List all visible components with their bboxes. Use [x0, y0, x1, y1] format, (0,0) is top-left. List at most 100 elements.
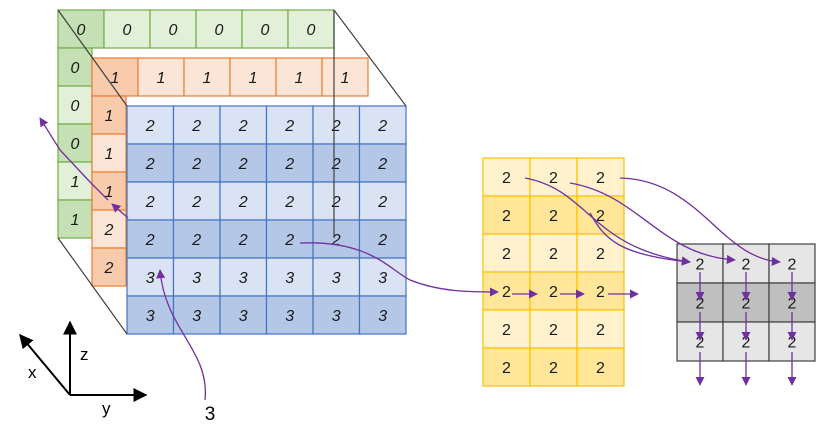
middle-cell-value: 2	[596, 208, 605, 225]
blue-cell: 2	[312, 219, 361, 259]
cube-edges	[57, 9, 407, 335]
middle-cell-box	[576, 195, 625, 235]
blue-cell: 2	[219, 181, 268, 221]
blue-cell-value: 2	[331, 156, 341, 173]
orange-left-cell: 2	[91, 209, 127, 249]
blue-cell: 2	[312, 143, 361, 183]
green-top-cell-box	[241, 9, 289, 49]
blue-cell: 3	[312, 257, 361, 297]
blue-cell-value: 3	[146, 270, 155, 287]
blue-cell-value: 2	[331, 118, 341, 135]
orange-left-cell: 2	[91, 247, 127, 287]
flow-arrows	[39, 117, 797, 401]
blue-cell: 3	[358, 257, 407, 297]
orange-top-cell: 1	[321, 57, 369, 97]
axes: z y x	[19, 320, 148, 418]
z-axis-label: z	[80, 345, 89, 364]
middle-cell-value: 2	[596, 360, 605, 377]
arrow-mid-c	[619, 177, 781, 266]
blue-cell-value: 2	[191, 194, 201, 211]
orange-left-cell: 1	[91, 95, 127, 135]
middle-cell-box	[576, 309, 625, 349]
orange-left-cell: 1	[91, 171, 127, 211]
middle-cell: 2	[529, 157, 578, 197]
middle-cell: 2	[482, 309, 531, 349]
blue-cell-box	[358, 219, 407, 259]
green-left-cell-box	[57, 85, 93, 125]
cube-edge-top-left	[57, 9, 128, 107]
green-top-cell: 0	[241, 9, 289, 49]
green-left-cell-value: 1	[71, 174, 80, 191]
blue-cell-box	[265, 219, 314, 259]
blue-cell-value: 3	[285, 308, 294, 325]
middle-cell-value: 2	[502, 208, 511, 225]
blue-cell: 2	[358, 105, 407, 145]
blue-cell-value: 3	[378, 308, 387, 325]
cube-edge-bottom-left	[57, 237, 128, 335]
orange-left-cell-value: 1	[105, 146, 114, 163]
middle-cell-value: 2	[502, 284, 511, 301]
middle-cell-value: 2	[596, 322, 605, 339]
arrow-callout	[156, 269, 206, 401]
orange-top-cell-box	[137, 57, 185, 97]
blue-cell-value: 2	[238, 194, 248, 211]
blue-cell-value: 3	[239, 308, 248, 325]
blue-cell: 2	[172, 105, 221, 145]
middle-cell-box	[529, 347, 578, 387]
blue-cell: 2	[126, 181, 175, 221]
blue-cell-box	[312, 257, 361, 297]
blue-cell-value: 2	[191, 232, 201, 249]
orange-top-cell-value: 1	[157, 70, 166, 87]
orange-top-cell-value: 1	[249, 70, 258, 87]
blue-cell-box	[265, 181, 314, 221]
orange-left-cell-value: 1	[105, 108, 114, 125]
middle-cell: 2	[482, 347, 531, 387]
green-left-cell-value: 0	[71, 136, 80, 153]
blue-cell-value: 2	[191, 118, 201, 135]
orange-left-cell-value: 1	[105, 184, 114, 201]
middle-cell: 2	[529, 347, 578, 387]
blue-cell-value: 2	[284, 156, 294, 173]
blue-cell-value: 3	[192, 308, 201, 325]
orange-left-cell-box	[91, 209, 127, 249]
blue-cell-box	[219, 105, 268, 145]
middle-cell-value: 2	[502, 322, 511, 339]
green-top-cell-value: 0	[169, 22, 178, 39]
middle-cell-value: 2	[596, 246, 605, 263]
blue-cell-value: 3	[332, 270, 341, 287]
orange-top-cell: 1	[137, 57, 185, 97]
blue-cell-value: 2	[238, 118, 248, 135]
middle-cell-box	[529, 157, 578, 197]
blue-cell: 3	[126, 295, 175, 335]
green-top-cell-value: 0	[307, 22, 316, 39]
middle-cell: 2	[482, 195, 531, 235]
middle-cell-box	[482, 309, 531, 349]
blue-cell-value: 3	[192, 270, 201, 287]
green-left-cell-box	[57, 47, 93, 87]
middle-cell: 2	[576, 347, 625, 387]
middle-cell: 2	[529, 195, 578, 235]
blue-cell-box	[219, 219, 268, 259]
middle-cell: 2	[576, 309, 625, 349]
blue-cell-value: 2	[331, 194, 341, 211]
blue-cell-value: 3	[239, 270, 248, 287]
blue-cell: 2	[219, 219, 268, 259]
middle-cell-box	[576, 157, 625, 197]
blue-cell-value: 2	[238, 232, 248, 249]
blue-cell-value: 2	[377, 194, 387, 211]
middle-cell: 2	[576, 233, 625, 273]
right-cell-value: 2	[696, 335, 705, 352]
blue-cell: 2	[172, 143, 221, 183]
blue-cell-value: 2	[331, 232, 341, 249]
middle-cell-value: 2	[502, 360, 511, 377]
orange-top-cell-box	[321, 57, 369, 97]
middle-cell-box	[576, 233, 625, 273]
cube-edge-top-right	[333, 9, 407, 107]
blue-cell: 2	[312, 181, 361, 221]
blue-cell-value: 3	[285, 270, 294, 287]
arrow-left-short	[111, 203, 129, 219]
green-top-cell: 0	[195, 9, 243, 49]
